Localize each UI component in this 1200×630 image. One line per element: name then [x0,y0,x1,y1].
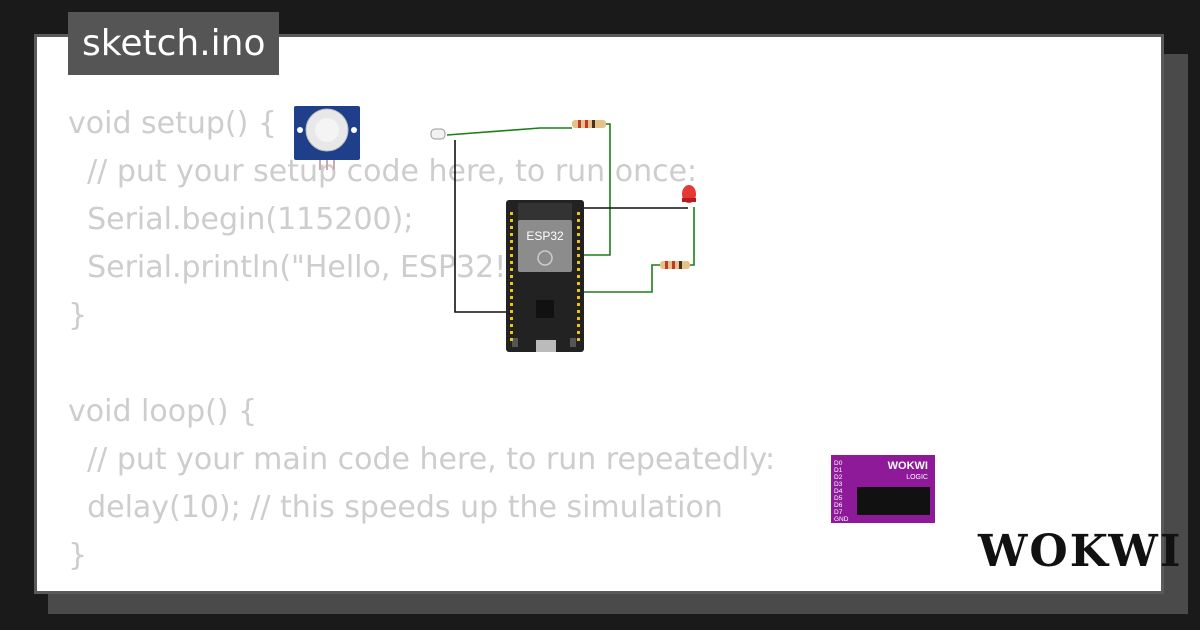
analyzer-brand: WOKWI [888,460,928,472]
pin [510,247,513,250]
code-line: void loop() { [68,394,258,429]
pir-hole [297,127,303,133]
wire [583,264,662,293]
pin [577,226,580,229]
esp32-board[interactable]: ESP32 [506,200,584,352]
pin-label: D1 [834,467,843,474]
pin [510,268,513,271]
pin [577,233,580,236]
pin-label: D4 [834,488,843,495]
pin-label: D7 [834,509,843,516]
analyzer-subtitle: LOGIC [906,474,928,481]
pin-label: D0 [834,460,843,467]
pin [577,247,580,250]
wire [583,123,611,256]
pin [577,331,580,334]
led-base [682,198,696,202]
pin [510,310,513,313]
pin [510,233,513,236]
pin [510,212,513,215]
antenna [518,203,572,221]
wire [454,140,510,313]
pir-hole [351,127,357,133]
red-led[interactable] [682,185,696,203]
code-line: // put your main code here, to run repea… [68,442,776,477]
pin [510,289,513,292]
analyzer-pin-labels: D0 D1 D2 D3 D4 D5 D6 D7 GND [834,460,849,523]
resistor-band [679,261,682,269]
pin-headers [510,212,580,341]
code-line: void setup() { [68,106,277,141]
chip [536,300,554,318]
wokwi-logo[interactable]: WOKWI [978,526,1183,577]
pin [577,296,580,299]
pin [510,296,513,299]
pin-label: GND [834,516,849,523]
board-label: ESP32 [526,229,564,243]
code-block: void setup() { // put your setup code he… [68,100,775,580]
pin [577,289,580,292]
pin [510,261,513,264]
resistor[interactable] [660,261,690,269]
pin [510,219,513,222]
pin-label: D3 [834,481,843,488]
pin [510,240,513,243]
pin [510,317,513,320]
espressif-icon [537,250,553,266]
pin [510,282,513,285]
module-shield [518,220,572,272]
pin [510,331,513,334]
resistor-band [578,120,581,128]
sketch-title: sketch.ino [68,12,280,75]
pir-dome-inner [315,118,339,142]
code-line: } [68,298,88,333]
pin [510,254,513,257]
pin [510,324,513,327]
pin [577,338,580,341]
resistor[interactable] [572,120,606,128]
pin [510,303,513,306]
pin-label: D2 [834,474,843,481]
resistor-band [592,120,595,128]
usb-port-icon [536,340,556,352]
pin [577,261,580,264]
pin [577,282,580,285]
white-led[interactable] [430,128,446,140]
button [570,338,576,347]
pin-label: D5 [834,495,843,502]
logic-analyzer[interactable]: WOKWI LOGIC D0 D1 D2 D3 D4 D5 D6 D7 GND [831,455,935,523]
analyzer-screen [857,487,930,515]
resistor-band [665,261,668,269]
pin [577,212,580,215]
pin [577,324,580,327]
pin [510,275,513,278]
pin [510,226,513,229]
resistor-band [585,120,588,128]
pin [510,338,513,341]
code-line: Serial.begin(115200); [68,202,414,237]
pin [577,240,580,243]
code-line: delay(10); // this speeds up the simulat… [68,490,723,525]
pin [577,310,580,313]
pin [577,219,580,222]
pin-label: D6 [834,502,843,509]
led-body [430,128,446,140]
resistor-band [672,261,675,269]
wire [446,127,572,136]
wire [582,207,688,235]
wire [688,207,695,266]
pin [577,254,580,257]
code-line: } [68,538,88,573]
pir-sensor[interactable] [294,106,360,170]
resistor-body [572,120,606,128]
pin [577,303,580,306]
button [512,338,518,347]
pin [577,317,580,320]
code-line: // put your setup code here, to run once… [68,154,698,189]
pin [577,275,580,278]
pin [577,268,580,271]
